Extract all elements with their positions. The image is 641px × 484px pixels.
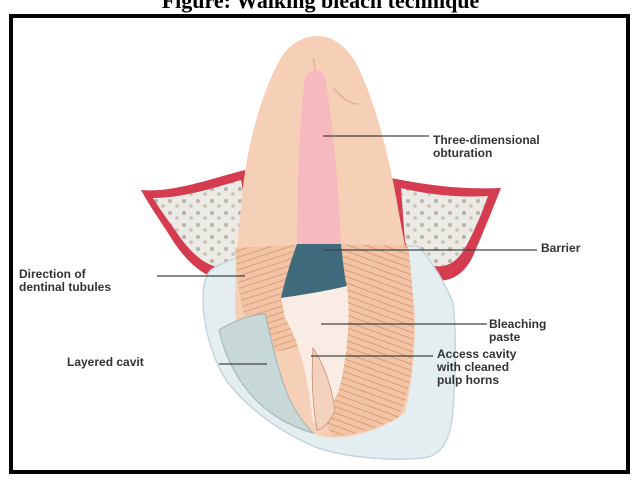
label-bleaching-line2: paste: [489, 331, 546, 344]
label-barrier: Barrier: [541, 242, 580, 255]
figure-title-strip: Figure: Walking bleach technique: [0, 0, 641, 14]
label-tubules: Direction of dentinal tubules: [19, 268, 111, 294]
figure-title: Figure: Walking bleach technique: [0, 0, 641, 14]
label-access: Access cavity with cleaned pulp horns: [437, 348, 516, 387]
tooth-diagram: [13, 18, 626, 470]
label-obturation-line2: obturation: [433, 147, 540, 160]
label-tubules-line2: dentinal tubules: [19, 281, 111, 294]
diagram-frame: Three-dimensional obturation Barrier Dir…: [9, 14, 630, 474]
label-cavit: Layered cavit: [67, 356, 144, 369]
label-bleaching: Bleaching paste: [489, 318, 546, 344]
label-obturation: Three-dimensional obturation: [433, 134, 540, 160]
label-access-line3: pulp horns: [437, 374, 516, 387]
